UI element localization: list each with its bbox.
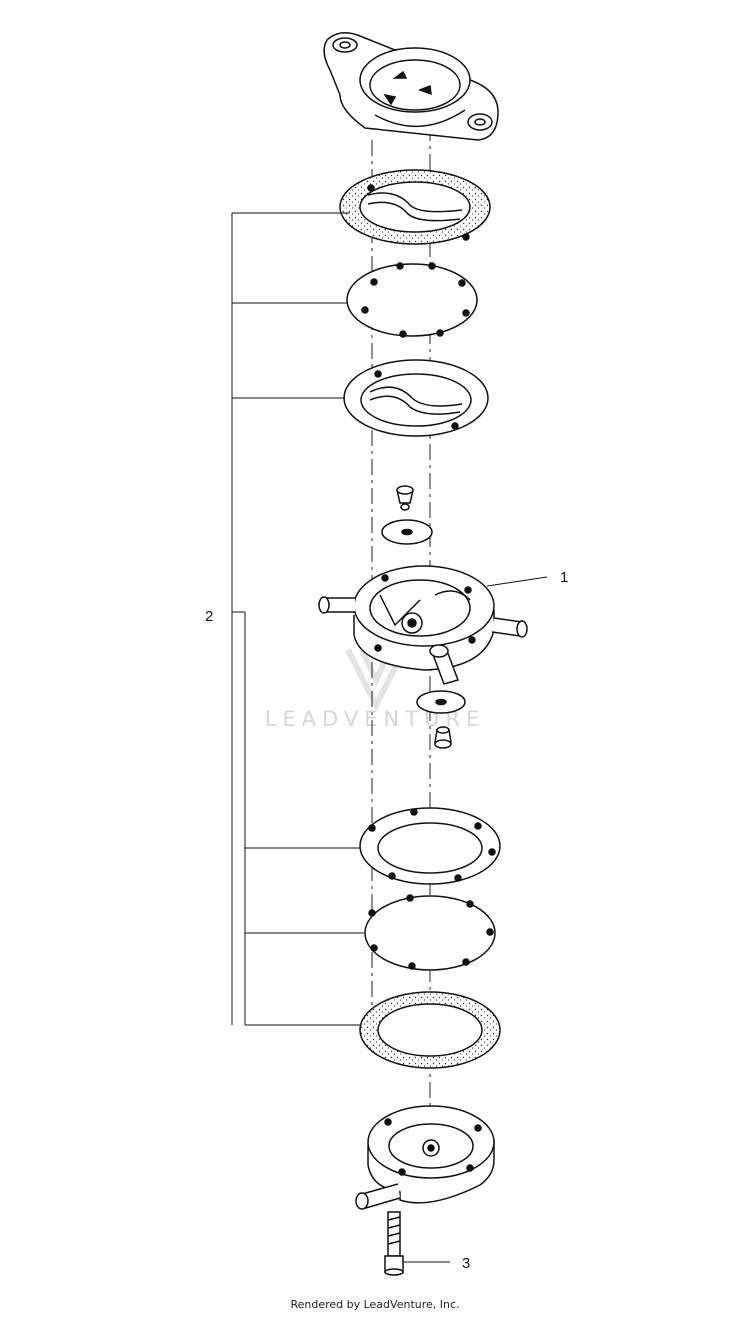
screw: [384, 1211, 404, 1276]
lower-valve-gasket: [359, 807, 501, 885]
upper-gasket: [339, 169, 491, 245]
callout-leaders: [403, 576, 548, 1263]
callout-1: 1: [560, 569, 568, 586]
callout-2-bracket: [231, 212, 364, 1026]
lower-gasket: [359, 991, 501, 1069]
lower-check-valve: [416, 690, 466, 749]
upper-valve-gasket: [343, 359, 489, 437]
pump-body: [318, 565, 528, 685]
upper-diaphragm: [346, 262, 478, 338]
callout-2: 2: [205, 608, 213, 625]
upper-check-valve: [381, 485, 433, 545]
footer-credit: Rendered by LeadVenture, Inc.: [290, 1298, 460, 1311]
callout-3: 3: [462, 1255, 470, 1272]
bottom-cover: [355, 1105, 495, 1210]
lower-diaphragm: [364, 894, 496, 971]
top-cover: [323, 32, 499, 141]
